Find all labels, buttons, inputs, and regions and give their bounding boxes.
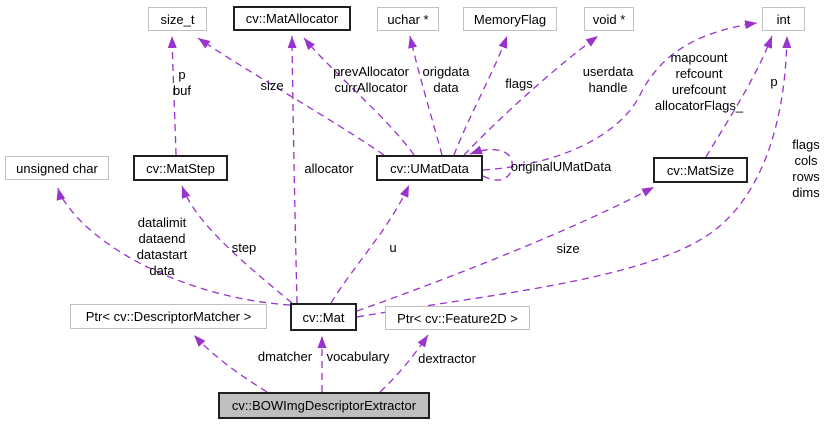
- edge-label-p-matsize: p: [770, 74, 778, 89]
- node-cv-umatdata[interactable]: cv::UMatData: [376, 155, 483, 181]
- edge-label-dextractor: dextractor: [418, 351, 476, 366]
- node-memoryflag: MemoryFlag: [463, 7, 557, 31]
- edge-label-step: step: [231, 240, 257, 255]
- edge-label-origdata-data: origdata data: [422, 64, 470, 95]
- edge-allocator: [287, 35, 298, 304]
- edge-label-mat-data-members: datalimit dataend datastart data: [136, 215, 188, 278]
- edge-label-allocator: allocator: [304, 161, 354, 176]
- node-unsigned-char: unsigned char: [5, 156, 109, 180]
- node-cv-matstep[interactable]: cv::MatStep: [133, 155, 228, 181]
- node-size-t: size_t: [148, 7, 207, 31]
- edge-label-refcounts: mapcount refcount urefcount allocatorFla…: [654, 50, 744, 113]
- edge-label-mat-int-members: flags cols rows dims: [792, 137, 820, 200]
- node-void-ptr: void *: [584, 7, 634, 31]
- edge-prev-curr-allocator: [303, 37, 415, 156]
- edge-label-u: u: [389, 240, 397, 255]
- edge-size-mat: [356, 186, 655, 312]
- node-cv-matallocator[interactable]: cv::MatAllocator: [233, 6, 351, 31]
- edge-label-userdata-handle: userdata handle: [582, 64, 634, 95]
- edge-label-size-umatdata: size: [260, 78, 284, 93]
- edge-label-size-mat: size: [556, 241, 580, 256]
- edge-label-p-buf: p buf: [172, 67, 192, 98]
- edge-label-prev-curr-allocator: prevAllocator currAllocator: [333, 64, 409, 95]
- node-cv-mat[interactable]: cv::Mat: [290, 303, 357, 331]
- edge-label-flags-umatdata: flags: [505, 76, 533, 91]
- node-uchar-ptr: uchar *: [377, 7, 439, 31]
- node-ptr-descriptormatcher: Ptr< cv::DescriptorMatcher >: [70, 304, 267, 329]
- edge-label-original-umat-data: originalUMatData: [510, 159, 612, 174]
- node-cv-bowimgdescriptorextractor: cv::BOWImgDescriptorExtractor: [218, 392, 430, 419]
- edge-size-umatdata: [197, 37, 385, 156]
- edge-label-dmatcher: dmatcher: [257, 349, 313, 364]
- node-ptr-feature2d: Ptr< cv::Feature2D >: [385, 306, 530, 330]
- node-int: int: [762, 7, 805, 31]
- edge-label-vocabulary: vocabulary: [326, 349, 390, 364]
- node-cv-matsize[interactable]: cv::MatSize: [653, 157, 748, 183]
